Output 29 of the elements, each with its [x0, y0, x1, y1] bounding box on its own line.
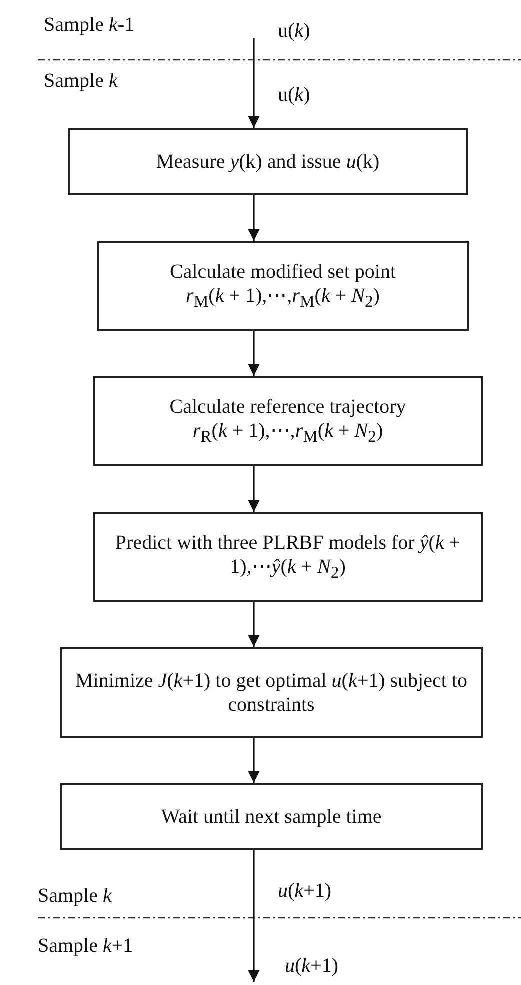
- step-text: Measure y(k) and issue u(k): [156, 150, 380, 174]
- arrow: [248, 602, 260, 647]
- sample-label: Sample k: [38, 885, 112, 907]
- formula-text: r$_{R}$(k + 1),⋯,r$_{M}$(k + N$_{2}$): [192, 419, 384, 447]
- formula-text: r$_{M}$(k + 1),⋯,r$_{M}$(k + N$_{2}$): [186, 284, 380, 312]
- process-box: [60, 783, 483, 850]
- signal-label: u(k): [278, 84, 310, 106]
- process-box: [60, 647, 483, 738]
- process-box: [93, 512, 483, 602]
- step-text: Predict with three PLRBF models for ŷ(k + 1),⋯ŷ(k + N$_{2}$): [114, 531, 462, 583]
- arrow: [248, 195, 260, 241]
- arrow: [248, 850, 260, 982]
- step-text: Calculate reference trajectory: [170, 395, 406, 419]
- signal-label: u(k+1): [285, 955, 339, 977]
- process-box: [68, 128, 468, 195]
- step-text: Calculate modified set point: [170, 260, 396, 284]
- arrow: [248, 38, 260, 128]
- step-text: Wait until next sample time: [161, 804, 382, 828]
- arrow: [248, 738, 260, 783]
- sample-label: Sample k: [44, 70, 118, 92]
- sample-label: Sample k-1: [44, 14, 135, 36]
- sample-label: Sample k+1: [38, 935, 134, 957]
- process-box: [97, 241, 469, 331]
- step-text: Minimize J(k+1) to get optimal u(k+1) subject to constraints: [74, 668, 468, 716]
- arrow: [248, 466, 260, 512]
- signal-label: u(k+1): [278, 880, 332, 902]
- signal-label: u(k): [278, 20, 310, 42]
- process-box: [93, 376, 483, 466]
- arrow: [248, 331, 260, 376]
